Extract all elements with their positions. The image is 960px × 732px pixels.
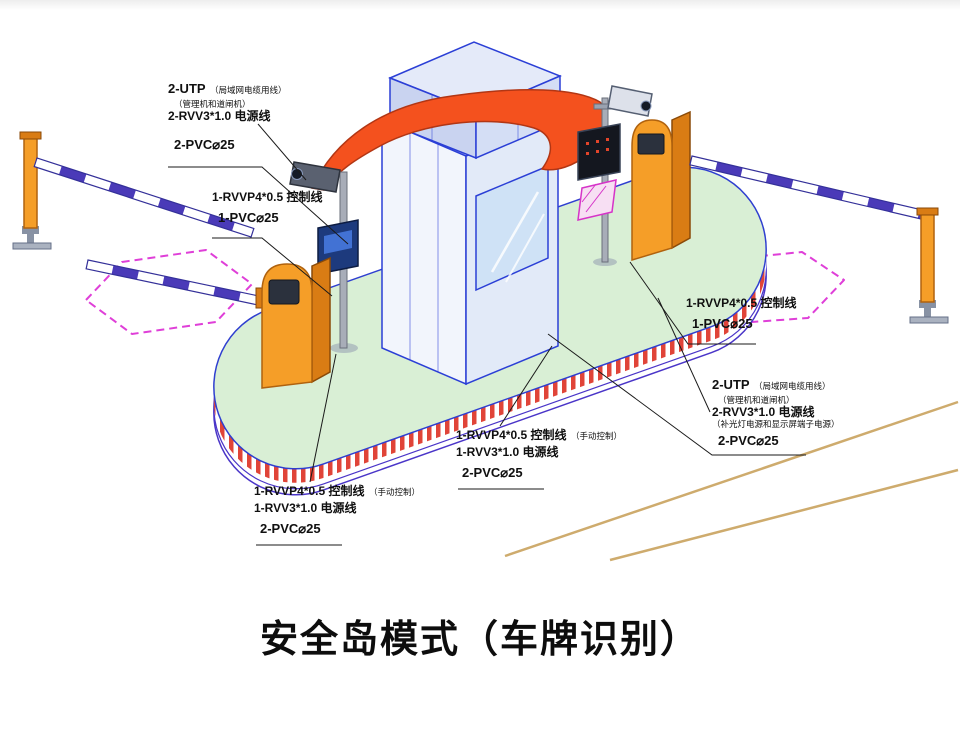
callout-center-bottom: 1-RVVP4*0.5 控制线 （手动控制） 1-RVV3*1.0 电源线 2-… [456, 426, 622, 480]
camera-pole-left [289, 161, 359, 353]
callout-line: 1-RVVP4*0.5 控制线 [212, 190, 323, 204]
booth-left-face [381, 118, 467, 386]
callout-line: 1-RVV3*1.0 电源线 [254, 500, 357, 515]
guard-booth [310, 41, 607, 386]
callout-line: （管理机和道闸机） [174, 98, 251, 109]
callout-left-bottom: 1-RVVP4*0.5 控制线 （手动控制） 1-RVV3*1.0 电源线 2-… [254, 482, 420, 536]
callout-line: 2-PVC⌀25 [462, 465, 523, 481]
ground-loop-left [85, 249, 253, 335]
callout-line: 1-RVVP4*0.5 控制线 （手动控制） [456, 428, 622, 442]
callout-line: 2-UTP （局域网电缆用线） [168, 81, 287, 96]
callout-line: 2-PVC⌀25 [718, 433, 779, 449]
ground-loop-right [683, 251, 845, 325]
callout-right-lower: 2-UTP （局域网电缆用线） （管理机和道闸机） 2-RVV3*1.0 电源线… [712, 376, 840, 448]
callout-line: 1-PVC⌀25 [692, 316, 753, 332]
left-barrier-arm [85, 259, 261, 306]
road-edge-lines [504, 400, 959, 562]
callout-line: 1-PVC⌀25 [218, 210, 279, 226]
led-display [577, 123, 621, 181]
entry-barrier-post [12, 131, 52, 250]
callout-line: 2-RVV3*1.0 电源线 [712, 404, 815, 419]
callout-line: 2-UTP （局域网电缆用线） [712, 377, 831, 392]
lpr-camera-right [607, 85, 653, 117]
callout-line: 1-RVV3*1.0 电源线 [456, 444, 559, 459]
callout-line: 1-RVVP4*0.5 控制线 （手动控制） [254, 484, 420, 498]
fill-light-sign [577, 179, 617, 221]
right-barrier-cabinet [631, 110, 691, 262]
entry-barrier-arm [33, 157, 255, 238]
diagram-title: 安全岛模式（车牌识别） [259, 619, 700, 661]
callout-line: 1-RVVP4*0.5 控制线 [686, 296, 797, 310]
exit-barrier-post [909, 207, 949, 324]
leader-lines [168, 123, 806, 546]
booth-window [475, 164, 549, 292]
callout-line: （管理机和道闸机） [718, 394, 795, 405]
callout-right-mid: 1-RVVP4*0.5 控制线 1-PVC⌀25 [686, 296, 797, 331]
lpr-camera-left [289, 161, 341, 193]
camera-pole-right [577, 85, 653, 266]
callout-line: 2-PVC⌀25 [260, 521, 321, 537]
left-barrier-cabinet [255, 256, 331, 389]
callout-line: 2-RVV3*1.0 电源线 [168, 108, 271, 123]
callout-line: （补光灯电源和显示屏端子电源） [712, 419, 840, 430]
callout-left-mid: 1-RVVP4*0.5 控制线 1-PVC⌀25 [212, 190, 323, 225]
callout-line: 2-PVC⌀25 [174, 137, 235, 153]
callout-top-left: 2-UTP （局域网电缆用线） （管理机和道闸机） 2-RVV3*1.0 电源线… [168, 80, 287, 152]
